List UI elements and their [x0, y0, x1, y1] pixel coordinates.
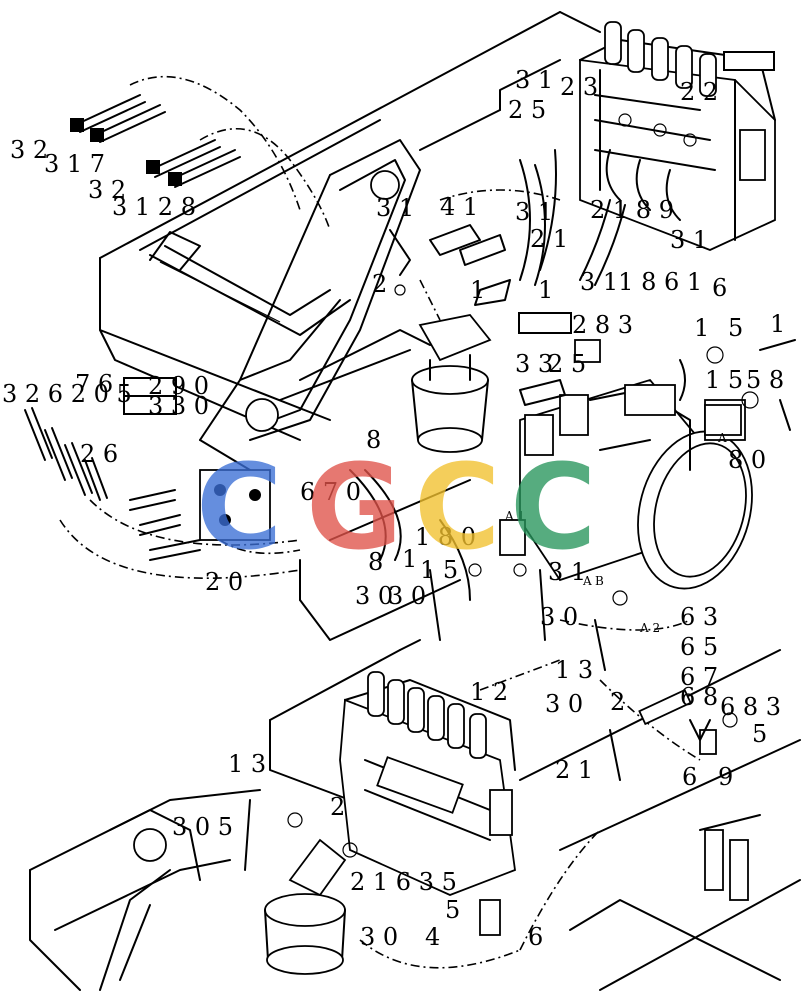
- callout: 3 0: [355, 582, 393, 610]
- callout: 3 1 7: [44, 150, 105, 178]
- callout: 4: [425, 923, 440, 951]
- watermark-letter: C: [196, 438, 283, 576]
- callout: 8 0: [728, 446, 766, 474]
- callout: 1 2: [470, 678, 508, 706]
- hose-fittings-left: [24, 407, 271, 561]
- reference-boxes: 2 9 0 3 3 0 2 8 3: [123, 51, 775, 420]
- callout: 6 8: [680, 683, 718, 711]
- callout: 1 5: [705, 366, 743, 394]
- callout: 8: [366, 426, 381, 454]
- callout: 3 0: [360, 923, 398, 951]
- callout: 3 11 8 6 1: [580, 268, 702, 296]
- callout: 3 1 2 8: [112, 193, 196, 221]
- callout: 2 3: [560, 73, 598, 101]
- callout: 2 1 6 3 5: [350, 868, 457, 896]
- callout: 3 0 5: [172, 813, 233, 841]
- ref-box-left-b-label: 3 3 0: [148, 392, 209, 420]
- upper-frame: [99, 11, 601, 441]
- control-valve-upper: [579, 21, 776, 251]
- boom-arm: [199, 139, 431, 471]
- callout: 1 3: [555, 656, 593, 684]
- callout: 3 2: [10, 136, 48, 164]
- callout: 6: [682, 763, 697, 791]
- ref-box-center-label: 2 8 3: [572, 311, 633, 339]
- callout: 1 3: [228, 750, 266, 778]
- callout: 2 5: [548, 350, 586, 378]
- swivel-joint: [411, 314, 492, 453]
- callout: 3 0: [545, 690, 583, 718]
- port-markings: A A 1 A B A 2: [504, 431, 727, 635]
- callout: 2: [610, 688, 625, 716]
- callout: 2 6: [80, 440, 118, 468]
- callout: 2 1: [530, 225, 568, 253]
- ref-box-left-a-label: 2 9 0: [148, 372, 209, 400]
- callout: 2: [330, 793, 345, 821]
- ref-box-left-b: [123, 395, 177, 415]
- callout: 6 7: [680, 663, 718, 691]
- port-mark: B: [595, 574, 604, 588]
- callout: 2 1: [555, 756, 593, 784]
- callout: 6 8 3: [720, 693, 781, 721]
- callout: 6: [528, 923, 543, 951]
- callout: 5 8: [746, 366, 784, 394]
- callout: 1: [694, 314, 709, 342]
- ref-box-center: [518, 312, 572, 334]
- port-mark: A 1: [504, 509, 525, 523]
- port-mark: A 2: [639, 621, 660, 635]
- callout: 3 1: [515, 66, 553, 94]
- callout: 2 5: [508, 96, 546, 124]
- callout: 3 2 6 2 0 5: [2, 380, 132, 408]
- port-mark: A: [582, 574, 592, 588]
- callout: 6: [712, 274, 727, 302]
- callout: 3 1: [515, 198, 553, 226]
- pipes: [244, 149, 791, 871]
- callout: 1 5: [420, 556, 458, 584]
- callout: 2 0: [205, 568, 243, 596]
- callout: 6 3: [680, 603, 718, 631]
- callout: 5: [445, 896, 460, 924]
- callout: 5: [752, 720, 767, 748]
- watermark-logo: C G C C: [196, 438, 597, 576]
- control-valve-lower: [339, 671, 516, 896]
- callout: 1: [770, 310, 785, 338]
- callout: 4 1: [440, 193, 478, 221]
- callout: 3 3: [515, 350, 553, 378]
- callout: 5: [728, 314, 743, 342]
- ref-box-top-right: [723, 51, 775, 71]
- callout: 1: [538, 276, 553, 304]
- lower-frame: [29, 479, 801, 991]
- callout: 1: [402, 545, 417, 573]
- callout: 1: [470, 276, 485, 304]
- callout: 9: [718, 763, 733, 791]
- callout: 1 8 0: [415, 523, 476, 551]
- callout: 8: [368, 548, 383, 576]
- callout: 2: [372, 270, 387, 298]
- callout: 3 0: [540, 603, 578, 631]
- callout: 2 2: [680, 78, 718, 106]
- swing-motor: [264, 838, 347, 975]
- watermark-letter: G: [306, 438, 403, 576]
- port-mark: A: [717, 431, 727, 445]
- hose-fittings-upper-left: [70, 94, 241, 188]
- callout: 3 1: [376, 194, 414, 222]
- callout: 2 1 8 9: [590, 196, 674, 224]
- callout: 6 5: [680, 633, 718, 661]
- small-fittings: [287, 224, 796, 936]
- callout: 3 2: [88, 176, 126, 204]
- callout: 6 7 0: [300, 478, 361, 506]
- callout: 3 0: [388, 582, 426, 610]
- watermark-letter: C: [414, 438, 501, 576]
- hose-routing: [59, 75, 701, 969]
- callout: 3 1: [670, 226, 708, 254]
- callout-numbers: 3 2 3 1 7 3 2 3 1 2 8 3 1 2 3 2 5 2 2 2 …: [2, 66, 785, 951]
- callout: 3 1: [548, 558, 586, 586]
- callout: 7 6: [75, 370, 113, 398]
- watermark-letter: C: [510, 438, 597, 576]
